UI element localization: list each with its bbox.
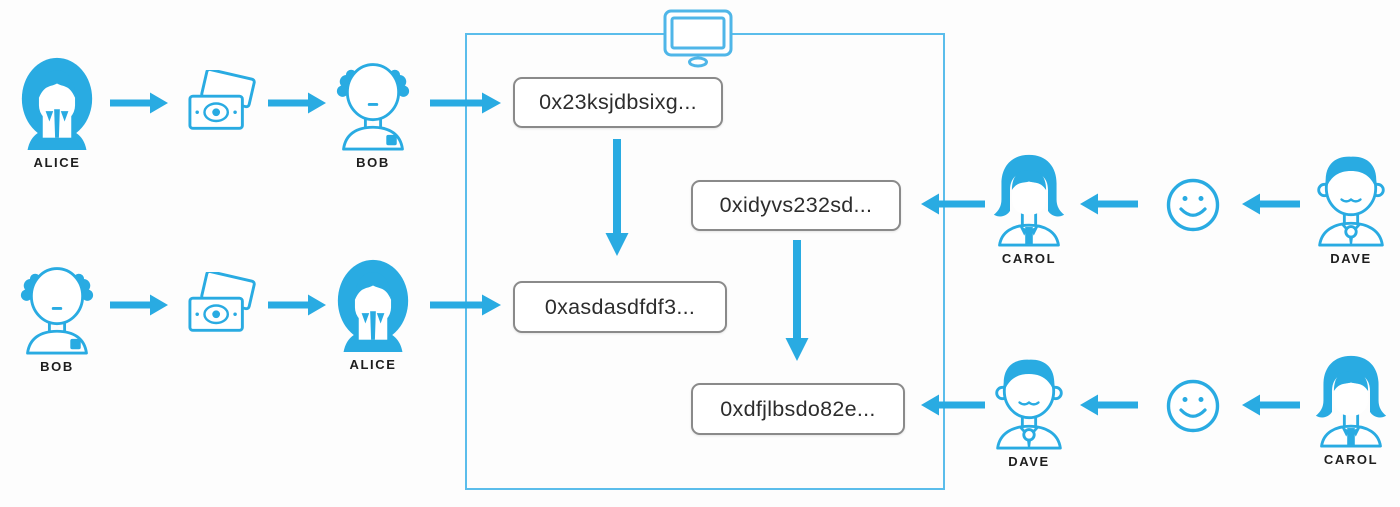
- persona-dave-top: DAVE: [1308, 152, 1394, 266]
- persona-label: ALICE: [33, 155, 81, 170]
- bob-avatar-icon: [330, 56, 416, 151]
- dave-avatar-icon: [1308, 152, 1394, 247]
- persona-carol-top: CAROL: [986, 152, 1072, 266]
- arrow-right-icon: [268, 294, 326, 316]
- arrow-down-icon: [605, 139, 629, 256]
- transaction-hash-text: 0xasdasdfdf3...: [544, 294, 696, 319]
- transaction-hash-box-1: 0x23ksjdbsixg...: [513, 77, 723, 128]
- persona-dave-bottom: DAVE: [986, 355, 1072, 469]
- persona-label: BOB: [40, 359, 74, 374]
- persona-bob-top: BOB: [330, 56, 416, 170]
- computer-monitor-icon: [662, 8, 734, 68]
- persona-label: DAVE: [1008, 454, 1050, 469]
- arrow-left-icon: [921, 394, 985, 416]
- arrow-right-icon: [268, 92, 326, 114]
- arrow-left-icon: [1080, 394, 1138, 416]
- arrow-left-icon: [1242, 193, 1300, 215]
- transaction-hash-text: 0xdfjlbsdo82e...: [720, 396, 876, 421]
- persona-label: CAROL: [1323, 452, 1379, 467]
- persona-label: CAROL: [1001, 251, 1057, 266]
- persona-alice-top: ALICE: [14, 56, 100, 170]
- arrow-right-icon: [430, 294, 501, 316]
- carol-avatar-icon: [986, 152, 1072, 247]
- arrow-left-icon: [1242, 394, 1300, 416]
- transaction-hash-text: 0x23ksjdbsixg...: [539, 90, 697, 114]
- smiley-face-icon: [1165, 177, 1221, 233]
- cash-banknotes-icon: [186, 272, 256, 340]
- arrow-right-icon: [110, 92, 168, 114]
- transaction-hash-box-3: 0xasdasdfdf3...: [513, 281, 727, 333]
- carol-avatar-icon: [1308, 353, 1394, 448]
- persona-label: BOB: [356, 155, 390, 170]
- transaction-hash-text: 0xidyvs232sd...: [719, 193, 873, 217]
- arrow-left-icon: [1080, 193, 1138, 215]
- bob-avatar-icon: [14, 260, 100, 355]
- arrow-down-icon: [785, 240, 809, 361]
- dave-avatar-icon: [986, 355, 1072, 450]
- persona-bob-bottom: BOB: [14, 260, 100, 374]
- arrow-left-icon: [921, 193, 985, 215]
- arrow-right-icon: [430, 92, 501, 114]
- smiley-face-icon: [1165, 378, 1221, 434]
- persona-label: DAVE: [1330, 251, 1372, 266]
- transaction-hash-box-4: 0xdfjlbsdo82e...: [691, 383, 905, 435]
- persona-carol-bottom: CAROL: [1308, 353, 1394, 467]
- alice-avatar-icon: [14, 56, 100, 151]
- alice-avatar-icon: [330, 258, 416, 353]
- persona-label: ALICE: [349, 357, 397, 372]
- persona-alice-bottom: ALICE: [330, 258, 416, 372]
- arrow-right-icon: [110, 294, 168, 316]
- cash-banknotes-icon: [186, 70, 256, 138]
- transaction-hash-box-2: 0xidyvs232sd...: [691, 180, 901, 231]
